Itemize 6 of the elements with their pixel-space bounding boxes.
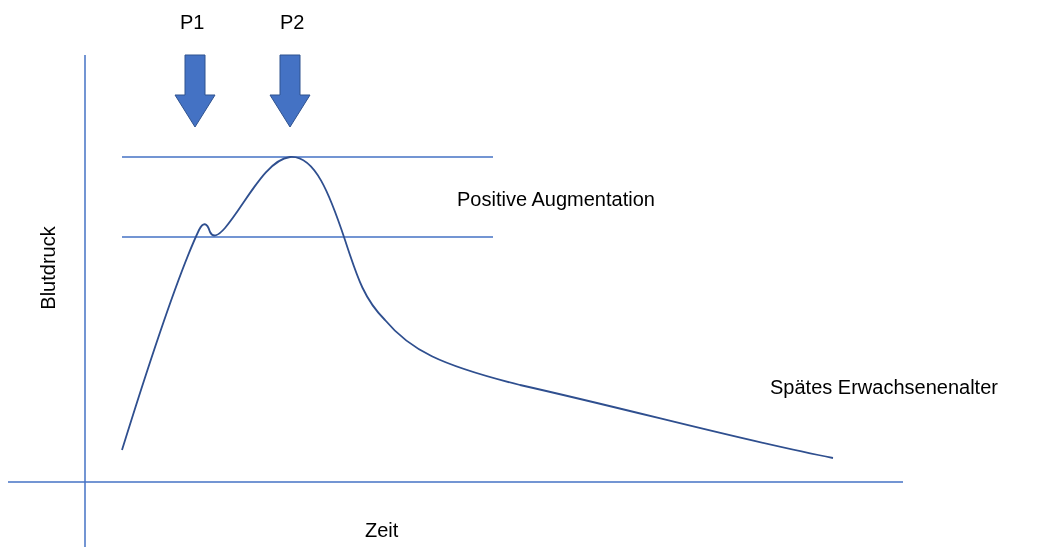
axis-title: Blutdruck [37, 226, 58, 310]
annotation-text: Spätes Erwachsenenalter [770, 377, 998, 397]
peak-label: P1 [180, 12, 205, 32]
peak-label: P2 [280, 12, 305, 32]
axis-title: Zeit [365, 520, 399, 540]
annotation-text: Positive Augmentation [457, 189, 655, 209]
